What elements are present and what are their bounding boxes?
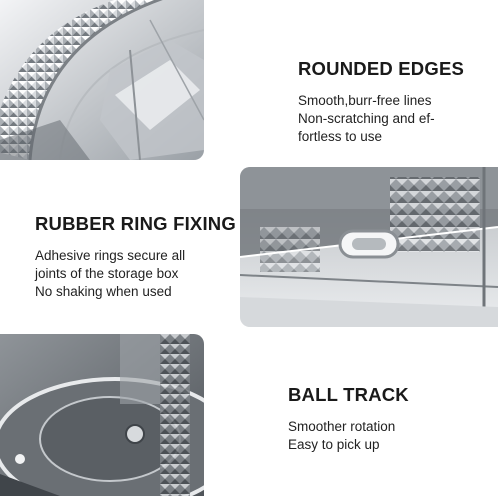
feature-heading: ROUNDED EDGES	[298, 58, 465, 79]
rubber-ring-illustration	[240, 167, 498, 327]
feature-line: Easy to pick up	[288, 437, 380, 452]
feature-heading: BALL TRACK	[288, 384, 409, 405]
feature-rubber-ring-fixing: RUBBER RING FIXING Adhesive rings secure…	[35, 213, 236, 301]
feature-heading: RUBBER RING FIXING	[35, 213, 236, 234]
rounded-edges-photo	[0, 0, 204, 160]
feature-ball-track: BALL TRACK Smoother rotation Easy to pic…	[288, 384, 409, 454]
ball-bearing-icon	[125, 424, 145, 444]
rubber-ring-photo	[240, 167, 498, 327]
ball-track-illustration	[0, 334, 204, 496]
feature-line: Adhesive rings secure all	[35, 248, 186, 263]
ball-track-photo	[0, 334, 204, 496]
feature-line: Smooth,burr-free lines	[298, 93, 432, 108]
feature-line: Smoother rotation	[288, 419, 396, 434]
rounded-edges-illustration	[0, 0, 204, 160]
feature-line: No shaking when used	[35, 284, 172, 299]
feature-line: Non-scratching and ef-	[298, 111, 435, 126]
feature-line: joints of the storage box	[35, 266, 179, 281]
feature-line: fortless to use	[298, 129, 383, 144]
feature-rounded-edges: ROUNDED EDGES Smooth,burr-free lines Non…	[298, 58, 464, 146]
